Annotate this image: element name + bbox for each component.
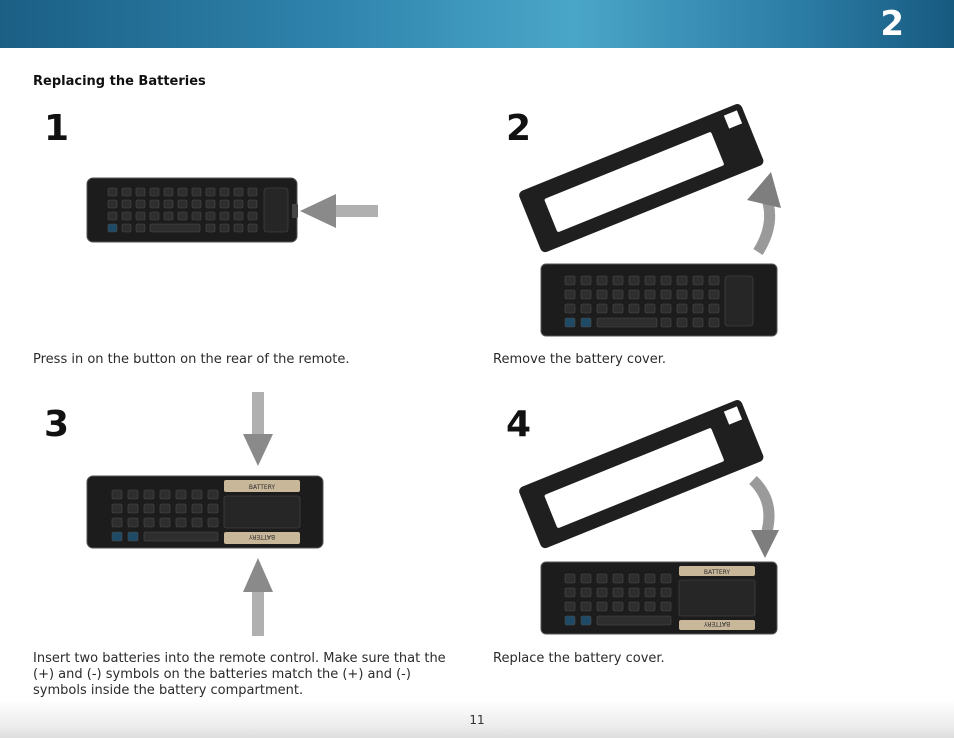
arrow-down-icon <box>243 392 273 466</box>
step-4-illustration: BATTERY BATTERY <box>519 400 779 635</box>
step-4-number: 4 <box>506 404 532 445</box>
curved-arrow-up-icon <box>747 172 781 255</box>
step-2-number: 2 <box>506 108 532 149</box>
step-2-illustration <box>519 104 781 337</box>
step-1-caption: Press in on the button on the rear of th… <box>33 352 350 367</box>
step-3-illustration: BATTERY BATTERY <box>86 392 324 636</box>
step-1-illustration <box>86 177 378 243</box>
curved-arrow-down-icon <box>749 476 779 558</box>
remote-closed: BATTERY BATTERY <box>540 561 778 635</box>
step-3-caption: Insert two batteries into the remote con… <box>33 651 446 698</box>
keyboard-keys <box>107 187 258 233</box>
battery-bottom-label: BATTERY <box>249 533 276 540</box>
arrow-left-icon <box>300 194 378 228</box>
battery-bottom <box>679 620 755 630</box>
battery-top <box>679 566 755 576</box>
release-button <box>292 204 298 218</box>
section-title: Replacing the Batteries <box>33 74 206 89</box>
battery-bottom-label: BATTERY <box>704 620 731 627</box>
chapter-number: 2 <box>880 4 904 44</box>
step-3-number: 3 <box>44 404 70 445</box>
dpad-area <box>263 187 289 233</box>
battery-cover <box>519 400 764 549</box>
arrow-up-icon <box>243 558 273 636</box>
page-number: 11 <box>469 713 485 727</box>
step-1-number: 1 <box>44 108 70 149</box>
battery-bottom <box>224 532 300 544</box>
remote-with-batteries: BATTERY BATTERY <box>86 475 324 549</box>
battery-cover <box>519 104 764 253</box>
battery-top-label: BATTERY <box>249 484 276 491</box>
step-4-caption: Replace the battery cover. <box>493 651 665 666</box>
remote-open <box>540 263 778 337</box>
step-2-caption: Remove the battery cover. <box>493 352 667 367</box>
footer-bar <box>0 700 954 738</box>
battery-top <box>224 480 300 492</box>
header-bar <box>0 0 954 48</box>
battery-top-label: BATTERY <box>704 569 731 576</box>
